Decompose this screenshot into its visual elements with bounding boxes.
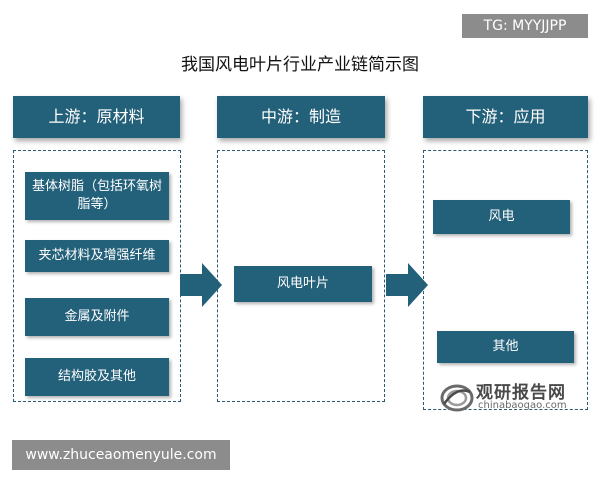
upstream-item: 基体树脂（包括环氧树脂等）: [25, 172, 169, 220]
upstream-item: 夹芯材料及增强纤维: [25, 240, 169, 272]
diagram-title: 我国风电叶片行业产业链简示图: [181, 55, 419, 75]
downstream-item: 其他: [437, 331, 574, 363]
logo-domain: chinabaogao.com: [478, 400, 567, 411]
bottom-watermark: www.zhuceaomenyule.com: [12, 440, 230, 470]
downstream-header: 下游：应用: [423, 96, 588, 138]
downstream-group: [423, 150, 588, 410]
upstream-item: 结构胶及其他: [25, 358, 169, 396]
top-watermark: TG: MYYJJPP: [462, 14, 588, 38]
midstream-header: 中游：制造: [217, 96, 385, 138]
midstream-item: 风电叶片: [234, 266, 372, 302]
flow-arrow-icon: [386, 263, 428, 307]
swirl-logo-icon: [440, 384, 474, 412]
brand-logo: 观研报告网 chinabaogao.com: [440, 378, 590, 418]
midstream-group: [217, 150, 385, 402]
upstream-item: 金属及附件: [25, 298, 169, 336]
upstream-header: 上游：原材料: [13, 96, 180, 138]
downstream-item: 风电: [433, 200, 570, 234]
logo-name: 观研报告网: [476, 383, 566, 403]
flow-arrow-icon: [180, 263, 222, 307]
